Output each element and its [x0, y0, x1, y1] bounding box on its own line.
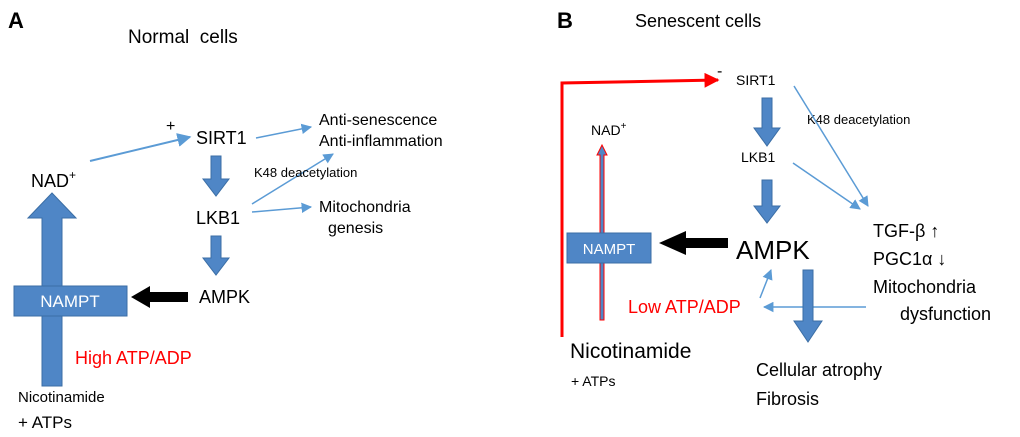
panel-a-ampk-to-nampt-arrow	[131, 286, 188, 308]
panel-a-letter: A	[8, 8, 24, 33]
panel-b-nad-base: NAD	[591, 122, 621, 138]
panel-a-sirt1-to-lkb1-arrow	[201, 155, 231, 197]
panel-a-nicotinamide: Nicotinamide	[18, 389, 105, 406]
panel-a-nad-sup: +	[69, 168, 76, 182]
panel-a-lkb1-label: LKB1	[196, 208, 240, 228]
panel-a-ampk-label: AMPK	[199, 287, 250, 307]
panel-b-sirt1-to-lkb1-arrow	[753, 97, 781, 147]
panel-b-lkb1-to-ampk-arrow	[752, 179, 782, 224]
panel-a-anti-senescence: Anti-senescence	[319, 112, 437, 129]
panel-b-ampk-label: AMPK	[736, 235, 810, 265]
panel-b-to-atrophy-arrow	[793, 269, 823, 343]
panel-a-lkb1-to-anti-arrow	[251, 153, 334, 205]
panel-b-tgf-label: TGF-β ↑	[873, 221, 939, 241]
panel-b-mito-line2: dysfunction	[900, 304, 991, 324]
panel-b-letter: B	[557, 8, 573, 33]
panel-b-lowatp-to-ampk-arrow	[759, 269, 773, 299]
panel-b-nampt-label: NAMPT	[583, 241, 636, 258]
panel-b-atps: + ATPs	[571, 373, 615, 389]
panel-b-atrophy: Cellular atrophy	[756, 360, 882, 380]
panel-a-lkb1-to-mito-arrow	[251, 202, 313, 214]
panel-a-anti-inflammation: Anti-inflammation	[319, 133, 443, 150]
panel-a-mito-line2: genesis	[328, 220, 383, 237]
panel-a-nampt-label: NAMPT	[40, 292, 100, 311]
panel-a: A Normal cells NAD+ + SIRT1 LKB1 AMPK An…	[8, 8, 443, 432]
panel-b-nicotinamide-inhibition-line	[560, 72, 720, 337]
panel-b-ampk-to-nampt-arrow	[659, 231, 728, 255]
panel-b-nicotinamide: Nicotinamide	[570, 340, 691, 363]
panel-a-nad-label: NAD+	[31, 168, 76, 191]
panel-b-nad-sup: +	[621, 121, 627, 132]
panel-b-k48-label: K48 deacetylation	[807, 112, 910, 127]
panel-b-title: Senescent cells	[635, 11, 761, 31]
panel-a-nad-base: NAD	[31, 171, 69, 191]
panel-b-sirt1-to-tgf-arrow	[793, 85, 869, 207]
panel-a-nad-to-sirt1-arrow	[89, 133, 192, 162]
panel-a-title: Normal cells	[128, 27, 238, 48]
panel-b-minus-sign: -	[717, 63, 722, 80]
panel-b-pgc-label: PGC1α ↓	[873, 249, 946, 269]
panel-b: B Senescent cells - SIRT1 LKB1 K48 deace…	[557, 8, 991, 409]
panel-a-lkb1-to-ampk-arrow	[201, 235, 231, 276]
panel-b-nad-label: NAD+	[591, 121, 627, 138]
panel-a-mito-line1: Mitochondria	[319, 199, 411, 216]
panel-a-k48-label: K48 deacetylation	[254, 165, 357, 180]
panel-b-fibrosis: Fibrosis	[756, 389, 819, 409]
panel-b-mito-line1: Mitochondria	[873, 277, 977, 297]
panel-b-nampt-box	[566, 232, 652, 264]
panel-a-sirt1-label: SIRT1	[196, 128, 247, 148]
panel-a-nampt-box	[13, 285, 128, 317]
panel-b-low-atp: Low ATP/ADP	[628, 297, 741, 317]
panel-b-lkb1-to-tgf-arrow	[792, 162, 861, 210]
panel-a-atps: + ATPs	[18, 413, 72, 432]
panel-a-high-atp: High ATP/ADP	[75, 348, 192, 368]
panel-a-plus-sign: +	[166, 118, 175, 135]
panel-b-sirt1-label: SIRT1	[736, 72, 776, 88]
panel-a-sirt1-to-anti-arrow	[255, 123, 313, 139]
panel-b-lkb1-label: LKB1	[741, 149, 775, 165]
